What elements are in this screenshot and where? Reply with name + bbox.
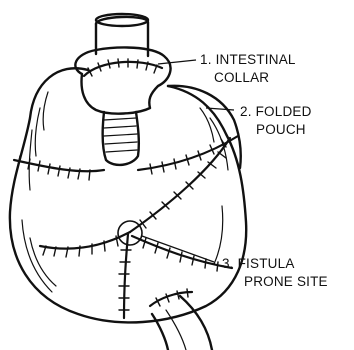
intestinal-collar <box>75 14 170 165</box>
leader-line-collar <box>158 60 196 64</box>
stitches-lower-left <box>43 236 118 257</box>
label-intestinal-collar-line2: COLLAR <box>214 70 269 85</box>
label-fistula-line2: PRONE SITE <box>244 274 328 289</box>
label-intestinal-collar-line1: 1. INTESTINAL <box>200 52 296 67</box>
label-fistula-line1: 3. FISTULA <box>222 256 294 271</box>
stitches-right-band <box>150 139 226 174</box>
folded-pouch <box>10 68 246 322</box>
tube-ribs <box>104 118 137 152</box>
label-folded-pouch: 2. FOLDED POUCH <box>240 104 316 137</box>
leader-line-fistula <box>142 236 214 262</box>
label-intestinal-collar: 1. INTESTINAL COLLAR <box>200 52 299 85</box>
label-folded-pouch-line1: 2. FOLDED <box>240 104 312 119</box>
label-folded-pouch-line2: POUCH <box>256 122 306 137</box>
